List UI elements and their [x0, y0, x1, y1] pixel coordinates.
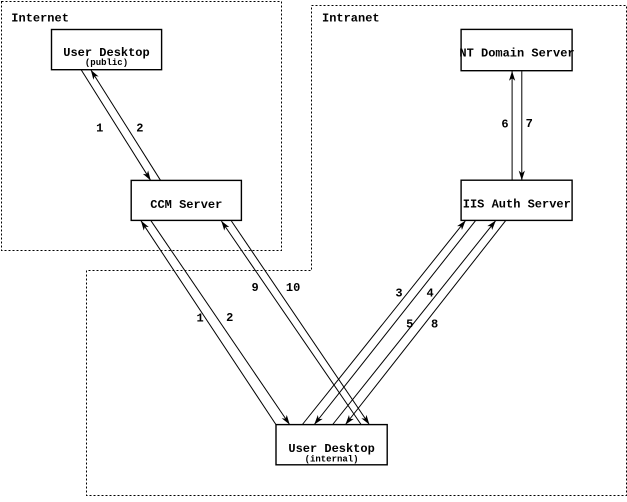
- svg-text:1: 1: [96, 122, 103, 136]
- svg-text:2: 2: [136, 121, 143, 135]
- svg-text:5: 5: [406, 317, 413, 331]
- svg-text:4: 4: [427, 286, 434, 300]
- svg-text:CCM Server: CCM Server: [150, 198, 222, 212]
- svg-text:User Desktop: User Desktop: [63, 46, 149, 60]
- svg-text:Internet: Internet: [11, 12, 69, 26]
- svg-text:IIS Auth Server: IIS Auth Server: [463, 198, 571, 212]
- svg-text:2: 2: [226, 311, 233, 325]
- svg-text:Intranet: Intranet: [322, 12, 380, 26]
- svg-text:6: 6: [501, 118, 508, 132]
- svg-text:(public): (public): [85, 58, 128, 68]
- svg-text:8: 8: [431, 317, 438, 331]
- svg-text:9: 9: [252, 281, 259, 295]
- svg-text:NT Domain Server: NT Domain Server: [459, 46, 574, 60]
- svg-text:3: 3: [395, 286, 402, 300]
- svg-text:(internal): (internal): [305, 455, 359, 465]
- svg-text:10: 10: [286, 281, 300, 295]
- svg-text:1: 1: [197, 311, 204, 325]
- svg-text:User Desktop: User Desktop: [288, 442, 374, 456]
- svg-text:7: 7: [526, 117, 533, 131]
